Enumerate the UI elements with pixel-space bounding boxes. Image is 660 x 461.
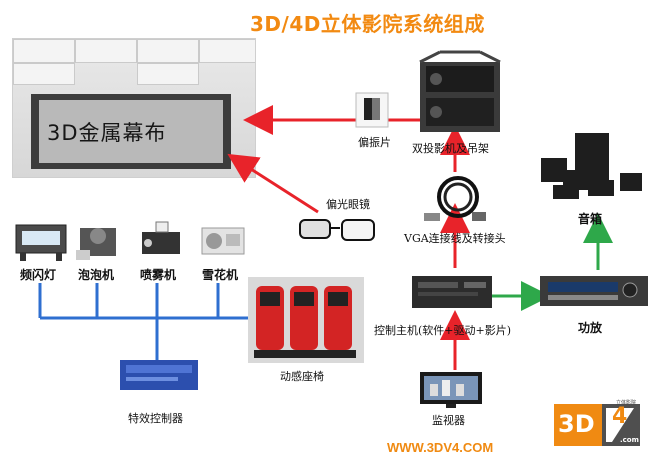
projectors-image — [419, 50, 501, 132]
website-url: WWW.3DV4.COM — [387, 440, 494, 455]
strobe-label: 频闪灯 — [20, 268, 57, 282]
logo-small-text: 立体影院 — [616, 400, 637, 406]
snow-label: 雪花机 — [202, 268, 239, 282]
amplifier-label: 功放 — [578, 321, 603, 335]
polarizer-label: 偏振片 — [358, 136, 391, 149]
monitor-label: 监视器 — [432, 414, 465, 427]
fog-machine-image — [142, 221, 180, 254]
brand-logo — [554, 398, 640, 450]
effects-controller-image — [120, 360, 198, 390]
monitor-image — [420, 372, 482, 408]
host-label: 控制主机(软件+驱动+影片) — [374, 324, 512, 337]
bubble-machine-image — [76, 228, 116, 260]
speakers-label: 音箱 — [578, 212, 603, 226]
logo-3d-text: 3D — [558, 410, 595, 438]
vga-cable-image — [424, 176, 486, 221]
screen-label: 3D金属幕布 — [47, 121, 167, 145]
motion-seats-image — [248, 277, 364, 363]
projectors-label: 双投影机及吊架 — [412, 142, 489, 155]
fog-label: 喷雾机 — [140, 268, 177, 282]
logo-dotcom-text: .com — [620, 436, 639, 444]
glasses-label: 偏光眼镜 — [326, 198, 370, 211]
effects-controller-label: 特效控制器 — [128, 412, 183, 425]
metal-screen-image: 3D金属幕布 — [12, 38, 256, 178]
amplifier-image — [540, 276, 648, 306]
arrow-glasses-to-screen — [227, 153, 319, 214]
effects-wiring — [38, 283, 248, 360]
seats-label: 动感座椅 — [280, 370, 324, 383]
diagram-title: 3D/4D立体影院系统组成 — [250, 12, 485, 36]
logo-4-text: 4 — [612, 404, 628, 429]
speakers-image — [541, 133, 642, 199]
bubble-label: 泡泡机 — [78, 268, 115, 282]
snow-machine-image — [201, 227, 245, 255]
strobe-light-image — [15, 224, 67, 261]
polarizer-image — [355, 92, 389, 128]
vga-label: VGA连接线及转接头 — [404, 232, 506, 245]
control-host-image — [412, 276, 492, 308]
glasses-image — [299, 219, 375, 241]
